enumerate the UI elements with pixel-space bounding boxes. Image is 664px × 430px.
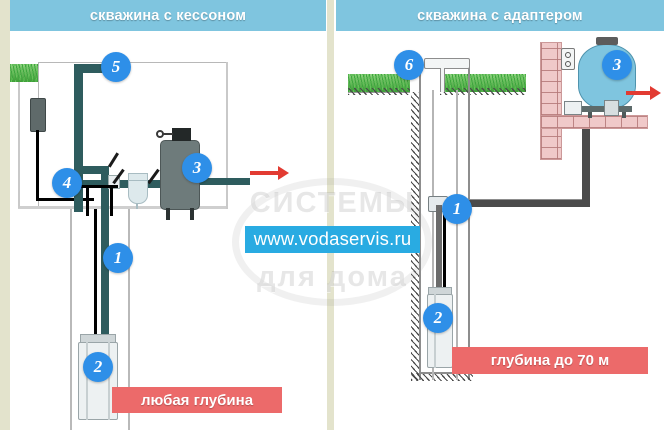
badge-left-4[interactable]: 4: [52, 168, 82, 198]
pressure-tank-leg-2: [622, 108, 626, 118]
badge-left-1-label: 1: [113, 248, 123, 267]
drop-cable-right: [443, 205, 446, 341]
badge-right-2[interactable]: 2: [423, 303, 453, 333]
badge-right-3-label: 3: [612, 55, 622, 74]
pressure-tank-top-cap: [596, 37, 618, 45]
filter-flask-body: [128, 180, 148, 204]
pipe-stand-2: [110, 186, 113, 216]
badge-right-6-label: 6: [404, 55, 414, 74]
right-panel-header: скважина с адаптером: [336, 0, 664, 31]
grass-strip-right-a: [348, 74, 410, 92]
drop-pipe-right: [436, 205, 442, 341]
badge-right-3[interactable]: 3: [602, 50, 632, 80]
left-caption-text: любая глубина: [140, 391, 254, 409]
pipe-stand-1: [86, 186, 89, 216]
wellhead-cap-stem: [440, 68, 445, 92]
badge-left-1[interactable]: 1: [103, 243, 133, 273]
pressure-tank-leg-1: [588, 108, 592, 118]
badge-left-4-label: 4: [62, 173, 72, 192]
caisson-left-wall: [18, 82, 20, 208]
riser-pipe-vertical: [74, 70, 83, 212]
badge-left-3[interactable]: 3: [182, 153, 212, 183]
pressure-switch-box: [561, 48, 575, 70]
badge-left-5[interactable]: 5: [101, 52, 131, 82]
watermark-ring: [232, 178, 432, 306]
pipe-stand-cap: [80, 185, 118, 188]
pressure-switch-dot-1: [565, 52, 571, 58]
borehole-casing-right-wall: [128, 209, 130, 430]
badge-right-2-label: 2: [433, 308, 443, 327]
badge-left-3-label: 3: [192, 158, 202, 177]
riser-pipe-jog-down: [101, 166, 109, 212]
outlet-arrow-left: [250, 166, 289, 180]
hydro-tank-gauge-dial: [156, 130, 164, 138]
pressure-switch-dot-2: [565, 61, 571, 67]
drop-cable-left: [94, 209, 97, 339]
pressure-tank-fitting: [604, 100, 619, 116]
left-edge-strip: [0, 0, 10, 430]
badge-right-1-label: 1: [452, 199, 462, 218]
hydro-tank-leg-2: [190, 208, 194, 220]
power-cable-vertical: [36, 130, 39, 200]
badge-left-5-label: 5: [111, 57, 121, 76]
borehole-bottom-line: [419, 372, 470, 374]
power-cable-horizontal: [36, 198, 94, 201]
badge-right-6[interactable]: 6: [394, 50, 424, 80]
grass-strip-right-b: [440, 74, 526, 92]
outlet-arrow-right: [626, 86, 661, 100]
hydro-tank-top-cap: [172, 128, 191, 141]
right-panel-caption: глубина до 70 м: [452, 347, 648, 374]
borehole-casing-left-wall: [70, 209, 72, 430]
submersible-pump-left-stripe2: [108, 342, 110, 420]
control-box: [30, 98, 46, 132]
wellhead-inner-liner-2: [456, 90, 458, 380]
pump-controller-box: [564, 101, 582, 115]
pressure-tank-manifold: [566, 106, 632, 112]
buried-supply-riser: [582, 118, 590, 206]
badge-right-1[interactable]: 1: [442, 194, 472, 224]
left-panel-title: скважина с кессоном: [89, 7, 247, 24]
buried-supply-line: [462, 199, 590, 207]
right-panel-title: скважина с адаптером: [417, 7, 583, 24]
wellhead-cap-plate: [424, 58, 470, 69]
right-caption-text: глубина до 70 м: [490, 352, 610, 369]
borehole-casing-right-inner: [468, 60, 470, 380]
grass-strip-left-a: [10, 64, 38, 82]
service-line-outlet: [192, 178, 250, 185]
soil-hatch-right-a: [348, 88, 410, 95]
badge-left-2[interactable]: 2: [83, 352, 113, 382]
caisson-floor: [18, 206, 228, 209]
wellhead-inner-liner: [432, 90, 434, 380]
drop-pipe-left: [101, 209, 109, 339]
house-brick-wall-vertical: [540, 42, 562, 160]
submersible-pump-left-stripe: [86, 342, 88, 420]
left-panel-caption: любая глубина: [112, 387, 282, 413]
hydro-tank-leg-1: [166, 208, 170, 220]
caisson-right-wall: [226, 62, 228, 209]
left-panel-header: скважина с кессоном: [10, 0, 326, 31]
hydro-tank-gauge-arm: [163, 133, 173, 135]
house-brick-wall-ledge: [540, 115, 648, 129]
badge-left-2-label: 2: [93, 357, 103, 376]
filter-flask-stem: [136, 203, 138, 209]
riser-pipe-jog: [83, 166, 109, 174]
borehole-bottom-hatch: [411, 373, 473, 381]
soil-hatch-right-b: [440, 88, 526, 95]
riser-pipe-top-elbow: [74, 64, 116, 73]
